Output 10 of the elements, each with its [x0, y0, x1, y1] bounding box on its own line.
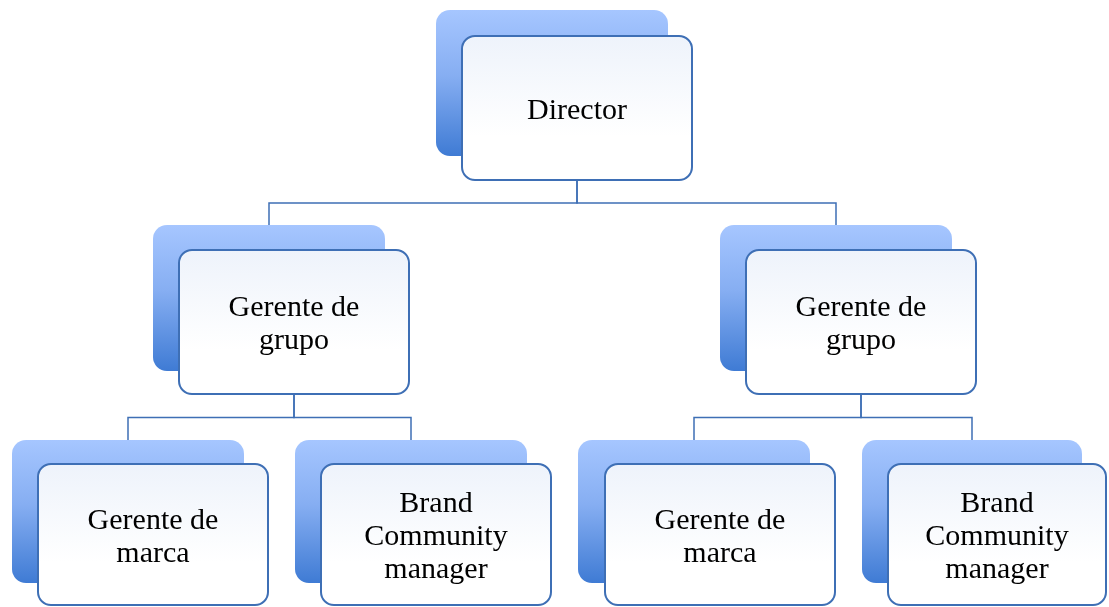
role-title: Gerente de grupo	[794, 289, 928, 355]
role-title: Director	[526, 91, 628, 125]
role-title: Gerente de marca	[86, 501, 220, 568]
connector-line	[860, 394, 973, 441]
role-title: Gerente de grupo	[227, 289, 361, 355]
connector-line	[293, 394, 412, 441]
connector-line	[576, 180, 837, 226]
role-title: Brand Community manager	[924, 485, 1070, 584]
role-title: Brand Community manager	[363, 485, 509, 584]
role-title: Gerente de marca	[653, 501, 787, 568]
